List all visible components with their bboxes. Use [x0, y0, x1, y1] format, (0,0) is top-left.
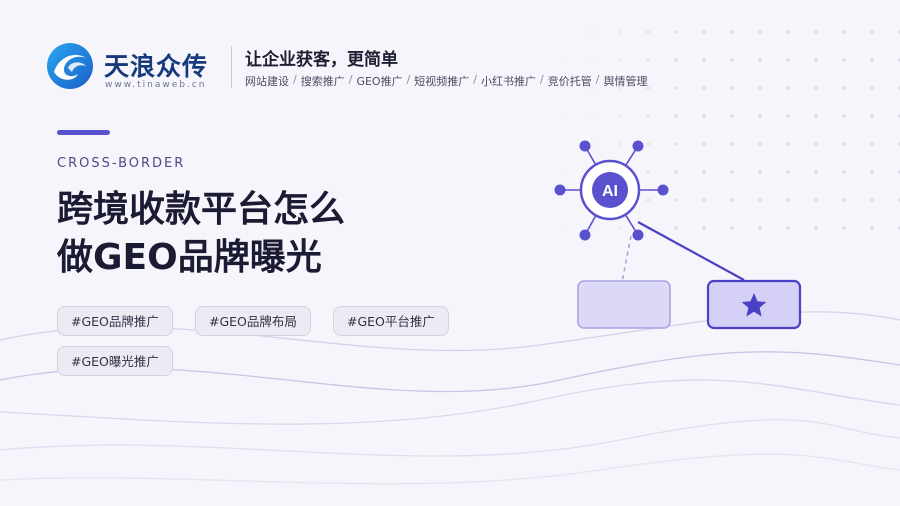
ai-hub-icon: AI [579, 159, 641, 221]
brand-slogan: 让企业获客，更简单 [245, 50, 398, 70]
ai-hub-label: AI [602, 183, 618, 200]
service-item: GEO推广 [356, 75, 403, 88]
title-line-1: 跨境收款平台怎么 [57, 189, 346, 230]
brand-name: 天浪众传 [104, 52, 209, 81]
node-dot [632, 229, 644, 241]
node-dot [579, 140, 591, 152]
tag-chip: #GEO平台推广 [333, 306, 449, 336]
brand-logo-icon [47, 43, 93, 89]
service-item: 竞价托管 [547, 75, 592, 88]
tag-chip: #GEO品牌推广 [57, 306, 173, 336]
accent-bar [57, 130, 110, 135]
service-item: 短视频推广 [414, 75, 470, 88]
tag-chip: #GEO品牌布局 [195, 306, 311, 336]
service-separator: / [473, 73, 478, 86]
connector-line [637, 221, 745, 281]
star-icon [741, 293, 767, 317]
service-item: 小红书推广 [481, 75, 537, 88]
service-item: 网站建设 [245, 75, 289, 88]
page-title: 跨境收款平台怎么 做GEO品牌曝光 [57, 186, 345, 282]
brand-url: www.tinaweb.cn [105, 80, 207, 90]
node-dot [632, 140, 644, 152]
service-separator: / [595, 73, 600, 86]
header-divider [231, 46, 232, 88]
eyebrow-label: CROSS-BORDER [57, 156, 186, 171]
placeholder-card [577, 280, 671, 329]
title-line-2: 做GEO品牌曝光 [57, 237, 322, 278]
dashed-connector [621, 235, 632, 283]
service-separator: / [293, 73, 297, 86]
service-separator: / [540, 73, 544, 86]
service-separator: / [406, 73, 411, 86]
tag-chip: #GEO曝光推广 [57, 346, 173, 376]
services-list: 网站建设 / 搜索推广 / GEO推广 / 短视频推广 / 小红书推广 / 竞价… [245, 73, 647, 89]
node-dot [579, 229, 591, 241]
service-item: 舆情管理 [603, 75, 648, 88]
service-separator: / [348, 73, 353, 86]
node-dot [554, 184, 566, 196]
service-item: 搜索推广 [300, 75, 345, 88]
node-dot [657, 184, 669, 196]
